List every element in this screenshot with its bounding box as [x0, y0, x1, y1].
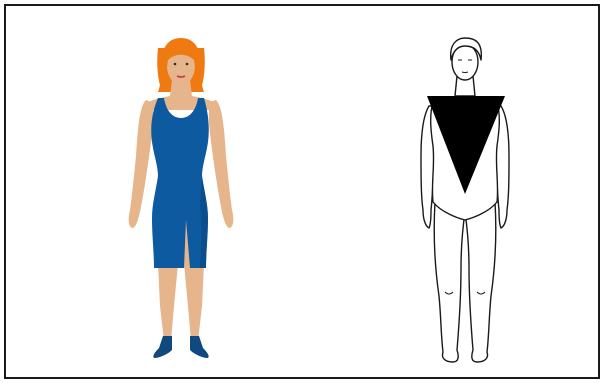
woman-in-blue-dress	[106, 6, 256, 377]
illustration-frame	[4, 4, 600, 379]
outline-figure-svg	[401, 6, 531, 381]
outline-left-leg	[434, 202, 465, 362]
right-leg	[184, 264, 204, 341]
blue-dress	[151, 98, 209, 268]
outline-right-leg	[465, 202, 496, 362]
right-arm	[209, 100, 233, 228]
mouth	[177, 76, 185, 77]
right-shoe	[190, 336, 209, 358]
left-arm	[129, 100, 153, 228]
right-eye	[186, 63, 189, 66]
left-shoe	[153, 336, 172, 358]
outline-mouth	[462, 72, 468, 73]
dress-figure-svg	[106, 6, 256, 381]
inverted-triangle-body-shape	[401, 6, 531, 377]
left-eye	[174, 63, 177, 66]
left-leg	[158, 264, 178, 341]
dress-shade	[200, 176, 208, 268]
